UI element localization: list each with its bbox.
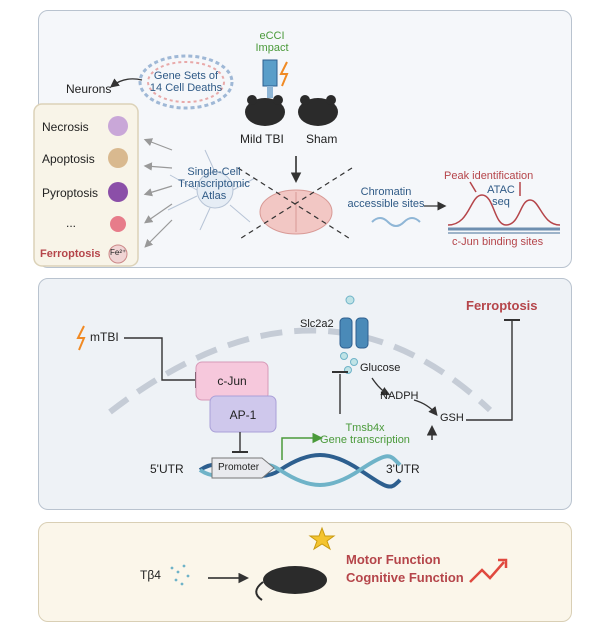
apoptosis-label: Apoptosis <box>42 152 95 166</box>
gene-sets-ring-icon <box>138 54 234 110</box>
mild-tbi-label: Mild TBI <box>240 132 284 146</box>
brain-section-icon <box>259 189 333 235</box>
neurons-label: Neurons <box>66 82 112 96</box>
glucose-to-nadph-arrow <box>371 377 391 396</box>
atlas-arrows <box>143 138 173 248</box>
dots-cell-icon <box>110 216 126 232</box>
dashed-x-lines <box>237 167 353 241</box>
necrosis-label: Necrosis <box>42 120 89 134</box>
utr3-label: 3'UTR <box>386 462 420 476</box>
mouse-sham-icon <box>298 98 338 126</box>
tb4-particles-icon <box>170 564 190 586</box>
lightning-icon <box>279 61 289 87</box>
cell-membrane <box>108 327 493 415</box>
nadph-to-gsh-arrow <box>413 399 438 417</box>
mouse-recovered-icon <box>263 566 327 594</box>
ferroptosis-cell-icon <box>108 244 128 264</box>
ellipsis-label: ... <box>66 216 77 230</box>
chromatin-icon <box>371 217 421 227</box>
tb4-label: Tβ4 <box>140 568 161 582</box>
star-icon <box>308 526 336 551</box>
promoter-box <box>211 457 275 479</box>
mouse-mild-tbi-icon <box>245 98 285 126</box>
lightning-icon <box>76 325 86 351</box>
cjun-label: c-Jun <box>217 374 247 388</box>
ap1-label: AP-1 <box>229 408 257 422</box>
fe-label: Fe²⁺ <box>110 248 127 257</box>
sham-label: Sham <box>306 132 338 146</box>
slc2a2-transporter-icon <box>339 295 369 374</box>
arrow-to-neurons <box>109 78 143 88</box>
gsh-label: GSH <box>440 412 464 424</box>
panel-mechanism <box>38 278 572 510</box>
neuron-atlas-icon <box>167 149 256 231</box>
mtbi-inhibits-cjun-line <box>124 337 196 381</box>
slc2a2-label: Slc2a2 <box>300 318 334 330</box>
transcription-arrow <box>281 432 323 460</box>
promoter-label: Promoter <box>218 462 260 473</box>
motor-function-label: Motor Function <box>346 552 441 567</box>
cjun-binding-label: c-Jun binding sites <box>452 236 544 248</box>
ferroptosis-label: Ferroptosis <box>466 298 538 313</box>
cognitive-function-label: Cognitive Function <box>346 570 464 585</box>
peak-identification-label: Peak identification <box>444 170 534 182</box>
trend-up-arrow-icon <box>469 561 505 583</box>
pyroptosis-label: Pyroptosis <box>42 186 99 200</box>
atac-peaks-chart <box>447 181 561 234</box>
nadph-label: NADPH <box>380 390 419 402</box>
ecci-device-icon <box>262 59 278 98</box>
glucose-label: Glucose <box>360 362 401 374</box>
utr5-label: 5'UTR <box>150 462 184 476</box>
pyroptosis-cell-icon <box>108 182 128 202</box>
gsh-inhibits-ferroptosis-line <box>466 320 513 421</box>
necrosis-cell-icon <box>108 116 128 136</box>
mtbi-label: mTBI <box>90 330 119 344</box>
ferroptosis-death-label: Ferroptosis <box>40 248 101 260</box>
ap1-box <box>209 395 277 433</box>
apoptosis-cell-icon <box>108 148 128 168</box>
